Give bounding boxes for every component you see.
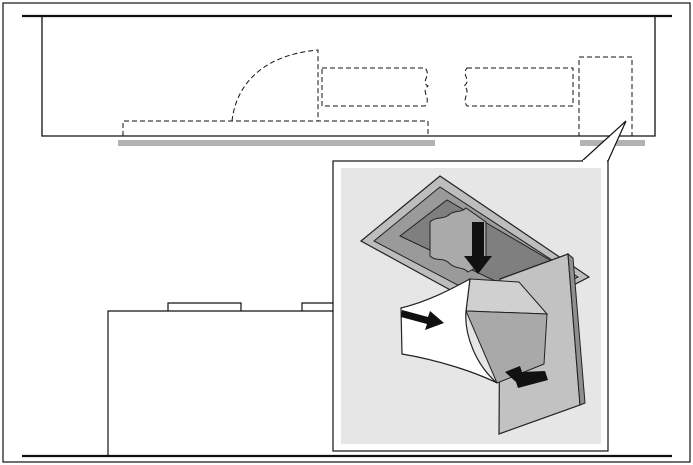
cabinet-outline bbox=[41, 16, 656, 137]
top-cabinet-view bbox=[22, 14, 672, 146]
lower-unit-knob-right bbox=[301, 302, 336, 311]
lower-unit-outline bbox=[107, 310, 336, 456]
arrow-right-icon bbox=[401, 310, 444, 330]
arrow-down-icon bbox=[464, 222, 492, 274]
hood-side-face bbox=[465, 310, 548, 384]
vertical-panel-edge bbox=[567, 252, 586, 406]
detail-callout bbox=[332, 120, 627, 452]
hood-front-face bbox=[400, 277, 498, 384]
callout-leader bbox=[581, 120, 627, 162]
floor-strip-left bbox=[118, 140, 435, 146]
door-swing-arc bbox=[231, 49, 319, 122]
lower-unit-knob-left bbox=[167, 302, 242, 311]
lower-unit-view bbox=[22, 302, 672, 458]
hidden-base-outline bbox=[122, 120, 429, 136]
arrow-left-icon bbox=[505, 366, 548, 388]
hidden-vent-box bbox=[578, 56, 633, 137]
hidden-drawer-left bbox=[321, 67, 429, 107]
hidden-drawer-right bbox=[463, 67, 574, 107]
